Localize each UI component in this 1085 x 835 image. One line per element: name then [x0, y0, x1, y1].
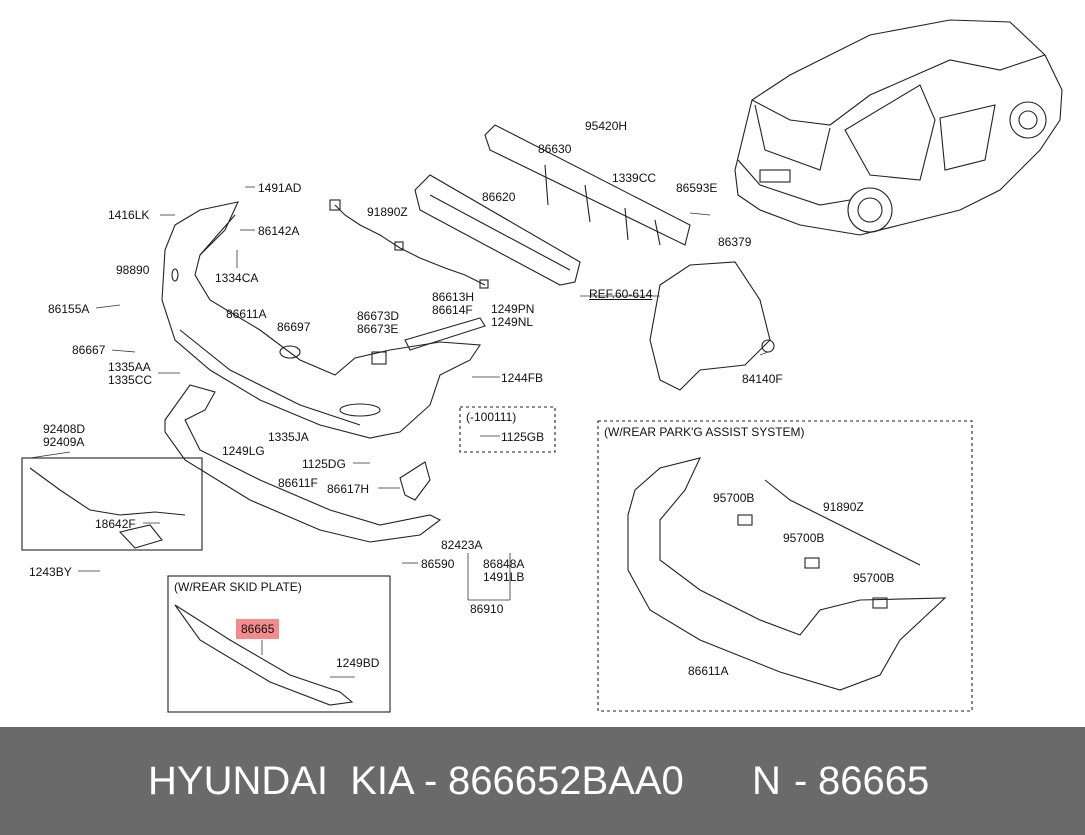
- label-1249nl: 1249NL: [491, 315, 534, 329]
- label-park-assist-title: (W/REAR PARK'G ASSIST SYSTEM): [604, 425, 805, 439]
- label-1243by: 1243BY: [29, 565, 72, 579]
- label-98890: 98890: [116, 263, 150, 277]
- label-95700b-2: 95700B: [783, 531, 825, 545]
- diagram-drawing: [21, 19, 1063, 713]
- label-1249bd: 1249BD: [336, 656, 380, 670]
- label-18642f: 18642F: [95, 517, 136, 531]
- label-86848a: 86848A: [483, 557, 525, 571]
- label-86155a: 86155A: [48, 302, 90, 316]
- label-86667: 86667: [72, 343, 106, 357]
- label-86617h: 86617H: [327, 482, 370, 496]
- label-92408d: 92408D: [43, 422, 86, 436]
- label-86593e: 86593E: [676, 181, 718, 195]
- label-86910: 86910: [470, 602, 504, 616]
- label-1335ja: 1335JA: [268, 430, 309, 444]
- label-1334ca: 1334CA: [215, 271, 259, 285]
- skid-plate-drawing: [174, 604, 354, 706]
- label-95700b-1: 95700B: [713, 491, 755, 505]
- label-1335cc: 1335CC: [108, 373, 153, 387]
- label-100111: (-100111): [466, 410, 517, 424]
- label-86630: 86630: [538, 142, 572, 156]
- label-82423a: 82423A: [441, 538, 483, 552]
- label-86590: 86590: [421, 557, 455, 571]
- parts-diagram: 1491AD 1416LK 86142A 98890 1334CA 86155A…: [21, 19, 1063, 713]
- footer-separator-2: -: [794, 759, 808, 803]
- label-86614f: 86614F: [432, 303, 473, 317]
- label-1491ad: 1491AD: [258, 181, 302, 195]
- back-beam-drawing: [484, 124, 691, 246]
- label-1416lk: 1416LK: [108, 208, 150, 222]
- bracket-86617h-drawing: [399, 461, 431, 501]
- footer-ref: 86665: [818, 759, 930, 803]
- label-ref-60-614: REF.60-614: [589, 287, 653, 301]
- footer-bar: HYUNDAI KIA - 866652BAA0 N - 86665: [0, 727, 1085, 835]
- label-86673e: 86673E: [357, 322, 399, 336]
- label-86611a-top: 86611A: [226, 307, 267, 321]
- label-91890z-top: 91890Z: [367, 205, 408, 219]
- footer-brand: HYUNDAI KIA: [148, 759, 415, 803]
- label-1249lg: 1249LG: [222, 444, 265, 458]
- label-86665-highlight: 86665: [236, 619, 280, 639]
- bumper-cover-drawing: [161, 201, 481, 439]
- label-1339cc: 1339CC: [612, 171, 657, 185]
- label-1249pn: 1249PN: [491, 302, 535, 316]
- label-91890z-box: 91890Z: [823, 500, 864, 514]
- label-1335aa: 1335AA: [108, 360, 151, 374]
- label-86611a-box: 86611A: [688, 664, 729, 678]
- label-1491lb: 1491LB: [483, 570, 525, 584]
- footer-n: N: [752, 759, 781, 803]
- label-1125gb: 1125GB: [501, 430, 545, 444]
- wire-harness-top-drawing: [329, 199, 489, 289]
- label-86142a: 86142A: [258, 224, 300, 238]
- label-1125dg: 1125DG: [302, 457, 346, 471]
- label-95700b-3: 95700B: [853, 571, 895, 585]
- lower-bumper-drawing: [164, 384, 442, 543]
- energy-absorber-drawing: [414, 174, 581, 286]
- label-86611f: 86611F: [278, 476, 318, 490]
- label-95420h: 95420H: [585, 119, 628, 133]
- label-86673d: 86673D: [357, 309, 400, 323]
- label-84140f: 84140F: [742, 372, 783, 386]
- quarter-panel-ref-drawing: [649, 261, 775, 391]
- label-1244fb: 1244FB: [501, 371, 544, 385]
- side-bracket-drawing: [404, 317, 486, 351]
- footer-part-number: 866652BAA0: [448, 759, 684, 803]
- label-86379: 86379: [718, 235, 752, 249]
- footer-separator-1: -: [424, 759, 438, 803]
- vehicle-illustration: [734, 19, 1063, 236]
- label-86613h: 86613H: [432, 290, 475, 304]
- label-92409a: 92409A: [43, 435, 85, 449]
- label-86697: 86697: [277, 320, 311, 334]
- park-assist-bumper-drawing: [627, 457, 947, 691]
- label-skid-plate-title: (W/REAR SKID PLATE): [174, 580, 302, 594]
- label-86620: 86620: [482, 190, 516, 204]
